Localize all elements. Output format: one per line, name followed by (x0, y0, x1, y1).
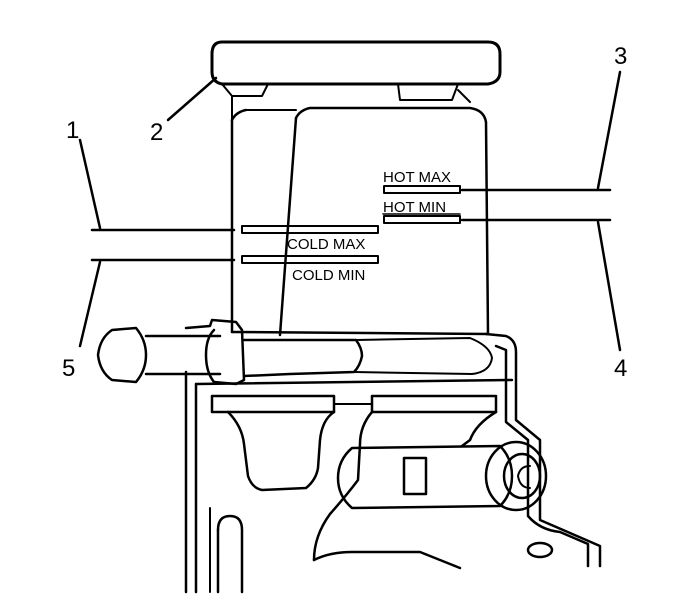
leader-line-1 (78, 138, 102, 230)
hot-max-bar (383, 185, 461, 194)
callout-2: 2 (150, 119, 163, 146)
cold-min-bar (241, 255, 379, 264)
callout-5: 5 (62, 355, 75, 382)
level-indicator-bars (241, 185, 461, 264)
leader-line-2 (166, 76, 218, 122)
leader-lines (78, 70, 622, 352)
leader-line-5 (78, 260, 102, 348)
hot-min-label: HOT MIN (383, 199, 446, 216)
hot-max-label: HOT MAX (383, 169, 451, 186)
mounting-bracket (184, 332, 602, 594)
leader-line-3 (596, 70, 622, 190)
hot-min-bar (383, 215, 461, 224)
callout-3: 3 (614, 43, 627, 70)
reservoir-body (230, 106, 490, 337)
cold-max-label: COLD MAX (287, 236, 365, 253)
callout-4: 4 (614, 355, 627, 382)
reservoir-cap (210, 40, 502, 121)
callout-1: 1 (66, 117, 79, 144)
pump-housing (226, 410, 548, 570)
return-hose-fitting (96, 318, 493, 386)
leader-line-4 (596, 220, 622, 352)
cold-max-bar (241, 225, 379, 234)
cold-min-label: COLD MIN (292, 267, 365, 284)
